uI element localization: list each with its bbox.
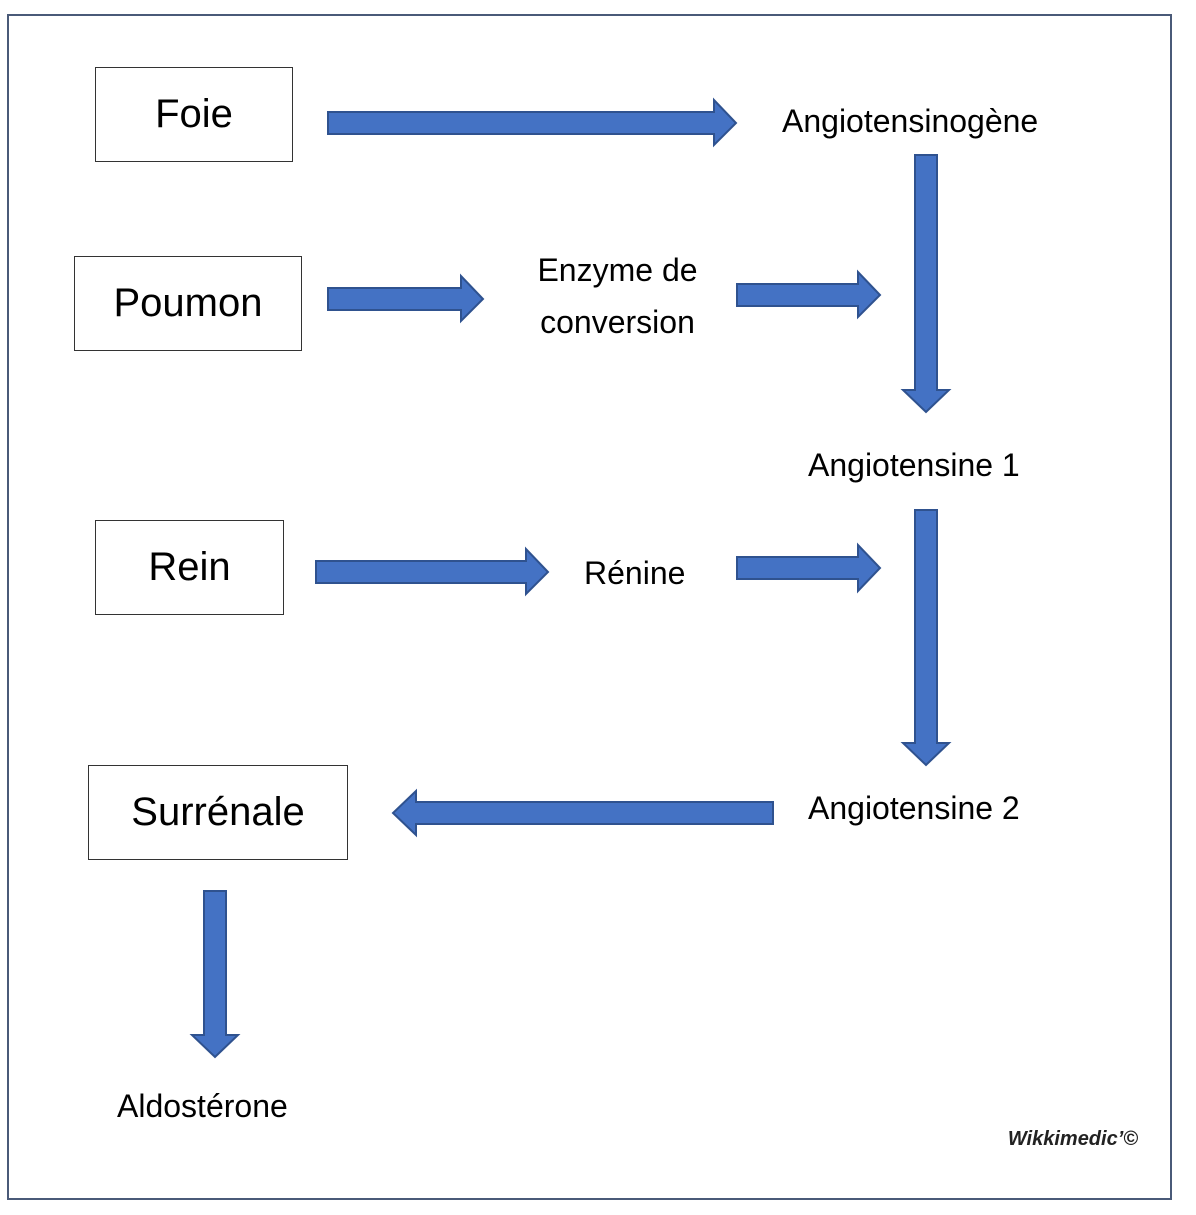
box-surrenale: Surrénale xyxy=(88,765,348,860)
arrow-poumon-to-enzyme xyxy=(327,273,485,324)
arrow-angiotensinogene-to-angiotensine1 xyxy=(900,154,952,414)
box-foie: Foie xyxy=(95,67,293,162)
arrow-rein-to-renine xyxy=(315,546,550,597)
arrow-surrenale-to-aldosterone xyxy=(189,890,241,1059)
label-angiotensine-2: Angiotensine 2 xyxy=(808,790,1020,826)
label-enzyme-line1: Enzyme de xyxy=(537,252,698,288)
label-renine: Rénine xyxy=(584,555,686,591)
arrow-renine-to-chain xyxy=(736,542,882,594)
arrow-enzyme-to-chain xyxy=(736,269,882,320)
label-angiotensine-1: Angiotensine 1 xyxy=(808,447,1020,483)
arrow-angiotensine1-to-angiotensine2 xyxy=(900,509,952,767)
label-angiotensinogene: Angiotensinogène xyxy=(782,103,1039,139)
box-poumon: Poumon xyxy=(74,256,302,351)
arrow-angiotensine2-to-surrenale xyxy=(391,788,774,838)
credit-watermark: Wikkimedic’© xyxy=(1007,1128,1138,1150)
label-aldosterone: Aldostérone xyxy=(117,1088,288,1124)
label-enzyme-line2: conversion xyxy=(540,304,695,341)
label-enzyme-de-conversion: Enzyme de conversion xyxy=(505,245,730,348)
box-rein: Rein xyxy=(95,520,284,615)
arrow-foie-to-angiotensinogene xyxy=(327,97,738,148)
